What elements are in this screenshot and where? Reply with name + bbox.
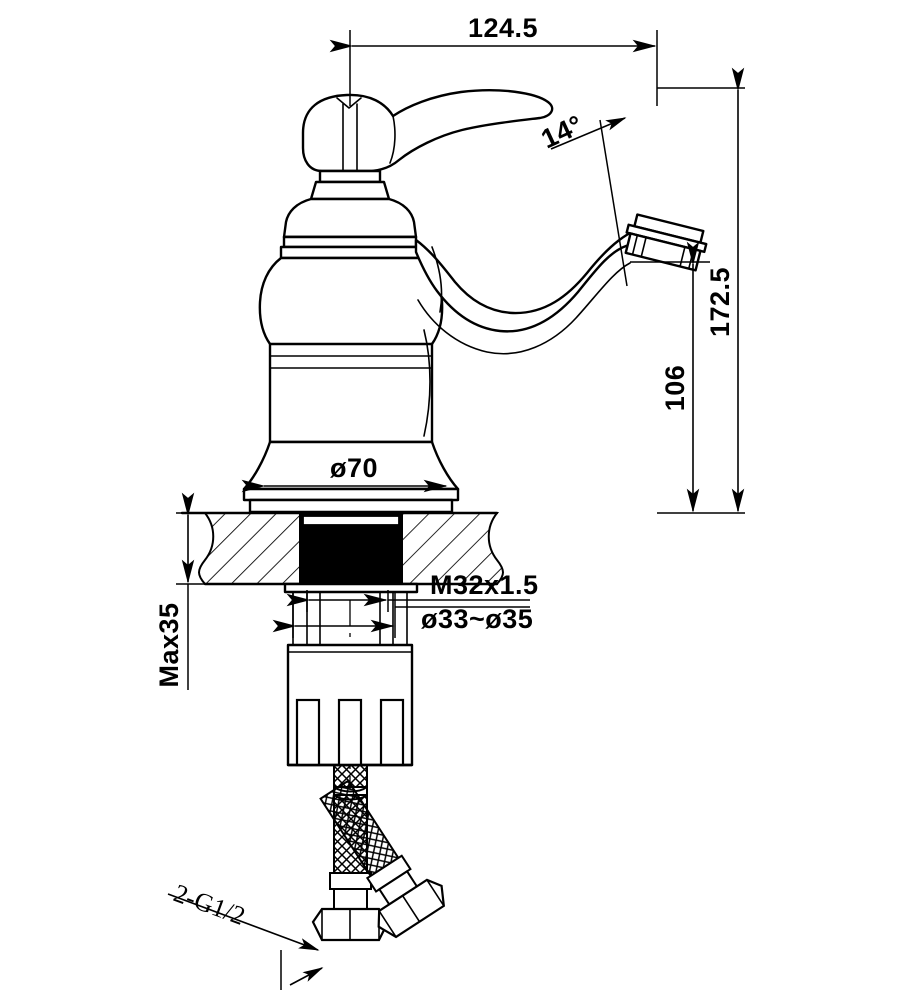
braided-supply-hoses bbox=[311, 764, 445, 942]
dimension-spout-height: 106 bbox=[630, 241, 710, 513]
dimension-label-supply-connection: 2-G1/2 bbox=[170, 878, 249, 930]
dimension-base-diameter: ø70 bbox=[241, 453, 448, 493]
dimension-label-overall-height: 172.5 bbox=[705, 267, 735, 337]
dimension-label-shank-thread: M32x1.5 bbox=[430, 570, 539, 600]
faucet-assembly bbox=[242, 89, 708, 514]
lever-handle bbox=[301, 89, 554, 173]
dimension-shank-thread: M32x1.5 bbox=[286, 570, 539, 612]
dimension-spout-angle: 14° bbox=[537, 109, 628, 287]
base-flange bbox=[242, 487, 460, 514]
aerator-tip bbox=[624, 213, 708, 272]
countertop-section bbox=[180, 511, 504, 586]
upper-body bbox=[279, 235, 421, 260]
dimension-label-spout-height: 106 bbox=[660, 365, 690, 412]
handle-stem bbox=[309, 169, 391, 201]
dimension-counter-thickness: Max35 bbox=[154, 492, 216, 690]
dimension-label-mounting-hole: ø33~ø35 bbox=[421, 604, 533, 634]
dimension-label-spout-reach: 124.5 bbox=[468, 13, 538, 43]
dimension-label-counter-thickness: Max35 bbox=[154, 602, 184, 687]
dimension-supply-connection: 2-G1/2 bbox=[167, 878, 324, 990]
dimension-spout-reach: 124.5 bbox=[329, 13, 658, 106]
dimension-mounting-hole: ø33~ø35 bbox=[272, 592, 533, 638]
spout-body-joint bbox=[423, 246, 443, 437]
dimension-overall-height: 172.5 bbox=[657, 67, 745, 514]
mounting-hardware bbox=[283, 582, 419, 767]
dome-cap bbox=[282, 197, 418, 239]
bulbous-body bbox=[258, 256, 444, 444]
dimension-label-base-diameter: ø70 bbox=[330, 453, 378, 483]
